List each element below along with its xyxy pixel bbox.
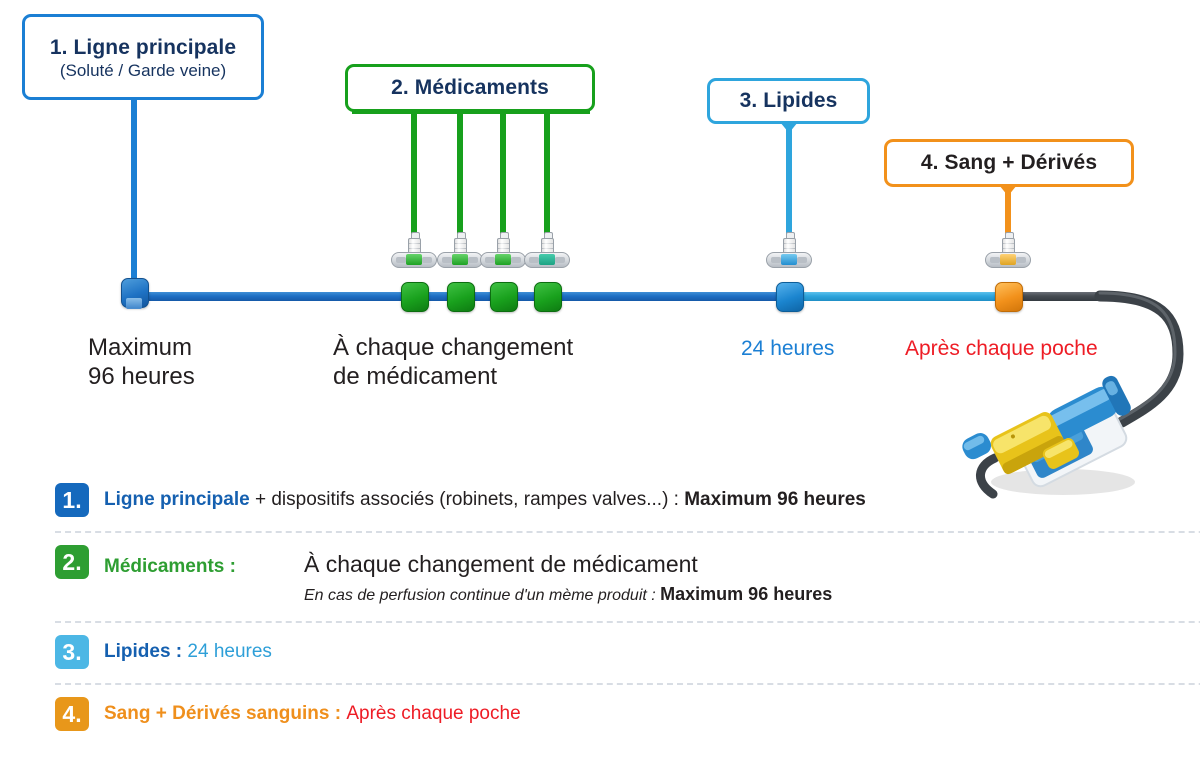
legend-2-note-prefix: En cas de perfusion continue d'un mème p… (304, 587, 661, 605)
port-lipides (776, 282, 804, 312)
valve-collar-4 (539, 254, 555, 265)
valve-collar-2 (452, 254, 468, 265)
stem-medicament-2 (457, 112, 463, 240)
caption-ligne-principale: Maximum 96 heures (88, 334, 195, 391)
legend-3-value: 24 heures (187, 641, 272, 663)
stem-ligne-principale (131, 98, 137, 278)
callout-medicaments: 2. Médicaments (345, 64, 595, 112)
legend-text-4: Sang + Dérivés sanguins : Après chaque p… (104, 697, 521, 726)
port-medicament-1 (401, 282, 429, 312)
stem-medicament-4 (544, 112, 550, 240)
legend-row-4: 4. Sang + Dérivés sanguins : Après chaqu… (55, 697, 1145, 732)
legend-separator-3 (55, 683, 1200, 686)
stem-sang-derives (1005, 187, 1011, 240)
collar-ligne-principale (126, 298, 142, 309)
connector-nub-lipides (780, 122, 798, 133)
port-medicament-4 (534, 282, 562, 312)
legend-row-1: 1. Ligne principale + dispositifs associ… (55, 483, 1145, 517)
legend-1-part-a: Ligne principale (104, 489, 250, 510)
legend: 1. Ligne principale + dispositifs associ… (55, 483, 1200, 732)
legend-row-3: 3. Lipides : 24 heures (55, 635, 1145, 670)
callout-1-subtitle: (Soluté / Garde veine) (59, 60, 227, 80)
port-sang-derives (995, 282, 1023, 312)
valve-collar-1 (406, 254, 422, 265)
catheter-hub-icon (962, 375, 1135, 499)
caption-lipides: 24 heures (741, 337, 835, 360)
callout-lipides: 3. Lipides (707, 78, 870, 124)
legend-2-label: Médicaments : (104, 556, 236, 577)
callout-3-title: 3. Lipides (739, 89, 838, 113)
valve-collar-sang (1000, 254, 1016, 265)
legend-2-note-bold: Maximum 96 heures (660, 584, 833, 605)
port-medicament-3 (490, 282, 518, 312)
legend-text-2: Médicaments : À chaque changement de médi… (104, 545, 832, 607)
main-line-segment-cyan (788, 292, 1012, 301)
legend-2-value: À chaque changement de médicament (304, 551, 698, 577)
callout-2-title: 2. Médicaments (391, 76, 549, 100)
legend-row-2: 2. Médicaments : À chaque changement de m… (55, 545, 1145, 607)
legend-1-part-c: Maximum 96 heures (684, 489, 866, 510)
callout-4-title: 4. Sang + Dérivés (920, 151, 1098, 175)
connector-nub-sang (999, 185, 1017, 196)
legend-text-1: Ligne principale + dispositifs associés … (104, 483, 866, 512)
legend-badge-1: 1. (55, 483, 89, 517)
callout-ligne-principale: 1. Ligne principale (Soluté / Garde vein… (22, 14, 264, 100)
legend-3-label: Lipides : (104, 641, 188, 663)
legend-1-part-b: + dispositifs associés (robinets, rampes… (249, 489, 685, 510)
stem-medicament-3 (500, 112, 506, 240)
legend-4-value: Après chaque poche (346, 703, 521, 725)
legend-badge-4: 4. (55, 697, 89, 732)
callout-1-title: 1. Ligne principale (49, 36, 237, 60)
legend-text-3: Lipides : 24 heures (104, 635, 272, 664)
caption-sang-derives: Après chaque poche (905, 337, 1098, 360)
legend-badge-3: 3. (55, 635, 89, 670)
legend-separator-1 (55, 531, 1200, 533)
stem-lipides (786, 124, 792, 240)
legend-separator-2 (55, 621, 1200, 624)
valve-collar-lipides (781, 254, 797, 265)
legend-4-label: Sang + Dérivés sanguins : (104, 703, 347, 725)
stem-medicament-1 (411, 112, 417, 240)
catheter-tubing (1094, 290, 1184, 428)
port-medicament-2 (447, 282, 475, 312)
callout-sang-derives: 4. Sang + Dérivés (884, 139, 1134, 187)
legend-badge-2: 2. (55, 545, 89, 579)
valve-collar-3 (495, 254, 511, 265)
main-line-segment-gray (1008, 292, 1104, 301)
caption-medicaments: À chaque changement de médicament (333, 334, 574, 391)
